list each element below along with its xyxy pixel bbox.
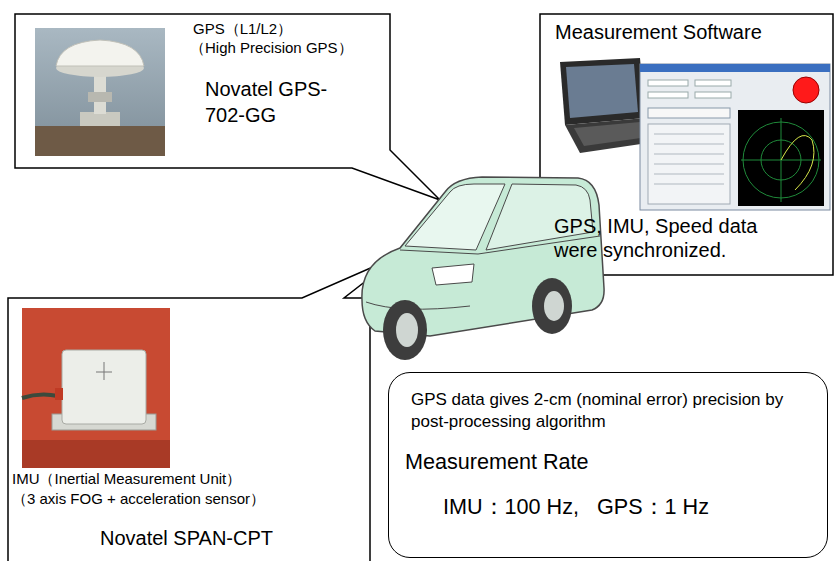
window-list	[648, 124, 730, 204]
imu-photo	[22, 308, 170, 468]
window-row	[654, 164, 724, 165]
imu-connector	[55, 388, 63, 400]
window-field	[695, 80, 731, 86]
antenna-base	[80, 112, 120, 126]
photo-roof	[35, 126, 165, 156]
callout-box: IMU（Inertial Measurement Unit） （3 axis FO…	[8, 298, 370, 561]
window-button	[648, 108, 730, 118]
imu-axis-mark	[96, 372, 112, 373]
laptop-screen	[566, 64, 638, 118]
callout-heading: IMU（Inertial Measurement Unit）	[12, 470, 241, 488]
laptop-lid	[560, 58, 645, 125]
callout-text: Measurement Rate	[405, 447, 827, 476]
window-field	[648, 92, 688, 98]
window-row	[654, 144, 724, 145]
photo-background	[35, 28, 165, 156]
callout-text: IMU：100 Hz, GPS：1 Hz	[443, 492, 827, 521]
window-field	[648, 80, 688, 86]
software-screenshot	[640, 64, 830, 210]
callout-heading: Measurement Software	[555, 20, 762, 44]
window-frame	[640, 64, 830, 210]
window-row	[654, 174, 724, 175]
radar-panel	[738, 110, 824, 206]
photo-shade	[22, 440, 170, 468]
callout-text: Novatel GPS-702-GG	[205, 76, 355, 128]
window-row	[654, 154, 724, 155]
car-hub	[396, 313, 418, 347]
car-illustration	[362, 177, 604, 360]
photo-background	[22, 308, 170, 468]
radar-trace	[781, 136, 814, 191]
gps-antenna-photo	[35, 28, 165, 156]
window-field	[695, 92, 731, 98]
callout-text: GPS, IMU, Speed data were synchronized.	[554, 214, 786, 262]
window-row	[654, 184, 724, 185]
antenna-clamp	[88, 92, 112, 102]
imu-axis-mark	[104, 362, 105, 380]
callout-heading: GPS data gives 2-cm (nominal error) prec…	[411, 389, 811, 433]
callout-box: Measurement SoftwareGPS, IMU, Speed data…	[540, 14, 833, 275]
car-headlight	[432, 264, 474, 285]
callout-text: （High Precision GPS）	[190, 39, 353, 57]
car-wheel	[383, 300, 427, 360]
car-wheel	[532, 278, 572, 334]
imu-housing	[62, 350, 146, 424]
callout-box: GPS（L1/L2）（High Precision GPS） Novatel GP…	[15, 14, 390, 168]
callout-outline	[15, 14, 440, 200]
callout-text: Novatel SPAN-CPT	[100, 526, 273, 550]
car-hub	[544, 291, 564, 321]
info-box: GPS data gives 2-cm (nominal error) prec…	[388, 372, 828, 558]
window-titlebar	[640, 64, 830, 72]
imu-cable	[22, 394, 58, 398]
antenna-dome	[56, 40, 144, 66]
window-row	[654, 134, 724, 135]
callout-heading: GPS（L1/L2）	[193, 20, 292, 38]
status-lamp	[793, 77, 819, 103]
callout-text: （3 axis FOG + acceleration sensor）	[12, 490, 265, 508]
callout-outline	[8, 256, 398, 561]
